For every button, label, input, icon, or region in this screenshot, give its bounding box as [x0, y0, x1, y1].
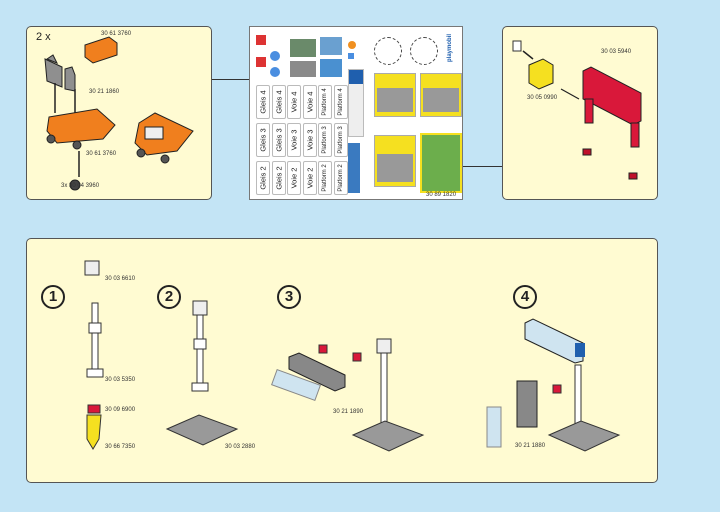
- clock-face: [410, 37, 438, 65]
- part-number: 30 66 7350: [105, 444, 136, 450]
- sticker-label: Gleis 2: [258, 166, 268, 190]
- timetable-sticker: [420, 73, 462, 117]
- platform-sticker: Voie 4: [302, 85, 317, 119]
- timetable-sticker: [374, 73, 416, 117]
- sticker-label: Gleis 2: [274, 166, 283, 190]
- cart-assembly-panel: 2 x 30 61 3760 30 21 1860 30 61 3760 3x …: [26, 26, 212, 200]
- sticker-label: Platform 2: [337, 164, 344, 192]
- platform-sticker: Platform 3: [333, 123, 348, 157]
- platform-sticker: Voie 2: [302, 161, 317, 195]
- part-number: 30 21 1880: [515, 443, 546, 449]
- sticker-label: Platform 4: [337, 88, 344, 116]
- sticker-label: Voie 3: [289, 129, 299, 151]
- platform-sticker: Voie 2: [287, 161, 301, 195]
- part-number: 30 03 6610: [105, 276, 136, 282]
- platform-sticker: Gleis 2: [271, 161, 286, 195]
- sticker-label: Voie 2: [289, 167, 299, 189]
- part-number: 3x 30 04 3960: [61, 183, 100, 189]
- part-number: 30 09 6900: [105, 407, 136, 413]
- sticker-sheet-part-number: 30 89 1820: [426, 192, 457, 198]
- step-number-3: 3: [277, 285, 301, 309]
- part-number: 30 03 5940: [601, 49, 632, 55]
- part-number: 30 61 3760: [86, 151, 117, 157]
- platform-sticker: Gleis 4: [271, 85, 286, 119]
- platform-sticker: Voie 3: [287, 123, 301, 157]
- sticker-label: Platform 4: [322, 88, 328, 116]
- platform-sticker: Gleis 4: [256, 85, 270, 119]
- part-number: 30 21 1890: [333, 409, 364, 415]
- platform-sticker: Platform 2: [333, 161, 348, 195]
- timetable-sticker: [374, 135, 416, 187]
- step-number-1: 1: [41, 285, 65, 309]
- platform-sticker: Gleis 3: [271, 123, 286, 157]
- sticker-label: Voie 4: [305, 91, 314, 113]
- sticker-label: Gleis 3: [274, 128, 283, 152]
- sign-post-assembly-panel: 1 2 3 4 30 03 6610 30 03 5350 30 09 6: [26, 238, 658, 483]
- board-part: [512, 40, 642, 180]
- quantity-label: 2 x: [36, 31, 51, 43]
- sticker-label: Platform 3: [337, 126, 344, 154]
- symbol-stickers: [348, 143, 360, 193]
- step-number-2: 2: [157, 285, 181, 309]
- platform-sticker: Platform 4: [318, 85, 332, 119]
- platform-sticker: Platform 3: [318, 123, 332, 157]
- platform-sticker: Platform 2: [318, 161, 332, 195]
- sticker-label: Gleis 4: [258, 90, 268, 114]
- platform-sticker: Gleis 2: [256, 161, 270, 195]
- sticker-label: Gleis 4: [274, 90, 283, 114]
- part-number: 30 05 0990: [527, 95, 558, 101]
- clock-face: [374, 37, 402, 65]
- sticker-label: Platform 3: [322, 126, 328, 154]
- part-number: 30 61 3760: [101, 31, 132, 37]
- platform-sticker: Platform 4: [333, 85, 348, 119]
- departure-board-sticker: [420, 133, 462, 193]
- cart-handle-part: [44, 36, 194, 191]
- part-number: 30 03 5350: [105, 377, 136, 383]
- step-number-4: 4: [513, 285, 537, 309]
- sticker-label: Gleis 3: [258, 128, 268, 152]
- eu-sign-sticker: [348, 69, 364, 137]
- platform-sticker: Voie 3: [302, 123, 317, 157]
- sticker-label: Voie 3: [305, 129, 314, 151]
- part-number: 30 21 1860: [89, 89, 120, 95]
- brand-logo: playmobil: [447, 33, 454, 63]
- sign-post-drawings: [84, 260, 621, 452]
- sticker-images: [256, 35, 362, 77]
- sticker-label: Voie 4: [289, 91, 299, 113]
- sticker-sheet: Gleis 4 Gleis 4 Voie 4 Voie 4 Platform 4 Plat…: [249, 26, 463, 200]
- platform-sticker: Gleis 3: [256, 123, 270, 157]
- sticker-label: Voie 2: [305, 167, 314, 189]
- part-number: 30 03 2880: [225, 444, 256, 450]
- platform-sticker: Voie 4: [287, 85, 301, 119]
- sticker-label: Platform 2: [322, 164, 328, 192]
- board-assembly-panel: 30 03 5940 30 05 0990: [502, 26, 658, 200]
